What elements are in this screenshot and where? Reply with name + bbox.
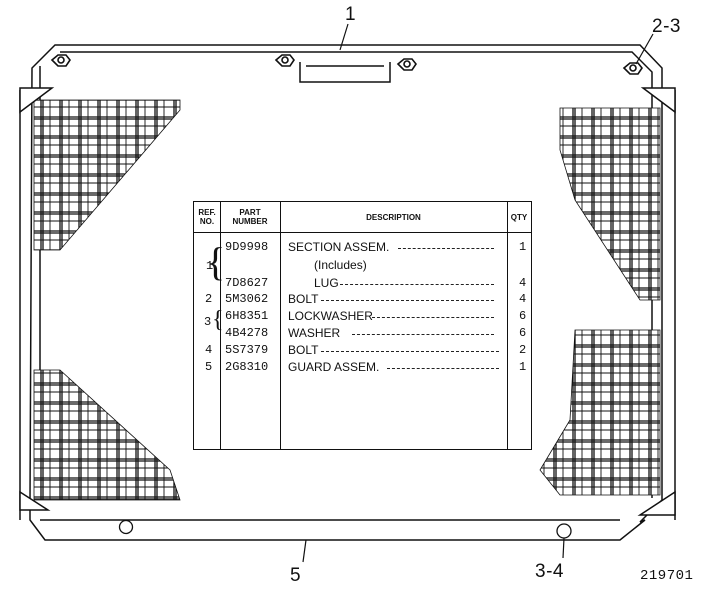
qty: 1 <box>519 240 527 254</box>
part-number: 6H8351 <box>225 309 269 323</box>
leader-dots <box>352 334 494 335</box>
ref-no: 2 <box>205 292 213 306</box>
description: GUARD ASSEM. <box>288 360 380 374</box>
leader-dots <box>340 284 494 285</box>
description: BOLT <box>288 343 319 357</box>
part-number: 4B4278 <box>225 326 269 340</box>
leader-dots <box>398 248 494 249</box>
ref-no: 5 <box>205 360 213 374</box>
description: (Includes) <box>314 258 367 272</box>
col-divider <box>280 202 281 449</box>
leader-dots <box>321 300 494 301</box>
ref-1: 1 <box>206 259 214 273</box>
qty: 6 <box>519 309 527 323</box>
leader-dots <box>387 368 499 369</box>
ref-3: 3 <box>204 315 212 329</box>
description: WASHER <box>288 326 341 340</box>
callout-1: 1 <box>345 4 357 25</box>
leader-dots <box>321 351 499 352</box>
description: LOCKWASHER <box>288 309 373 323</box>
figure-number: 219701 <box>640 568 694 584</box>
callout-leaders <box>302 23 654 563</box>
header-description: DESCRIPTION <box>280 202 507 233</box>
bolts <box>50 54 643 75</box>
part-number: 5M3062 <box>225 292 269 306</box>
qty: 4 <box>519 276 527 290</box>
ref-group-brace: { <box>212 307 224 333</box>
callout-5: 5 <box>290 565 302 586</box>
ref-group-brace: { <box>206 239 226 284</box>
callout-2-3: 2-3 <box>652 16 681 37</box>
description: SECTION ASSEM. <box>288 240 390 254</box>
qty: 1 <box>519 360 527 374</box>
callout-3-4: 3-4 <box>535 561 564 582</box>
qty: 4 <box>519 292 527 306</box>
header-qty: QTY <box>507 202 531 233</box>
bolt-top-right <box>622 62 643 75</box>
part-number: 9D9998 <box>225 240 269 254</box>
bolt-top-mid-right <box>396 58 417 71</box>
part-number: 5S7379 <box>225 343 269 357</box>
col-divider <box>507 202 508 449</box>
ref-no: 4 <box>205 343 213 357</box>
part-number: 7D8627 <box>225 276 269 290</box>
leader-dots <box>372 317 494 318</box>
bolt-top-mid-left <box>274 54 295 67</box>
col-divider <box>220 202 221 449</box>
description: LUG <box>314 276 339 290</box>
part-number: 2G8310 <box>225 360 269 374</box>
bolt-top-left <box>50 54 71 67</box>
qty: 6 <box>519 326 527 340</box>
description: BOLT <box>288 292 319 306</box>
corner-lugs <box>19 87 676 516</box>
wire-mesh <box>33 99 661 501</box>
header-ref-no: REF.NO. <box>194 202 220 233</box>
qty: 2 <box>519 343 527 357</box>
